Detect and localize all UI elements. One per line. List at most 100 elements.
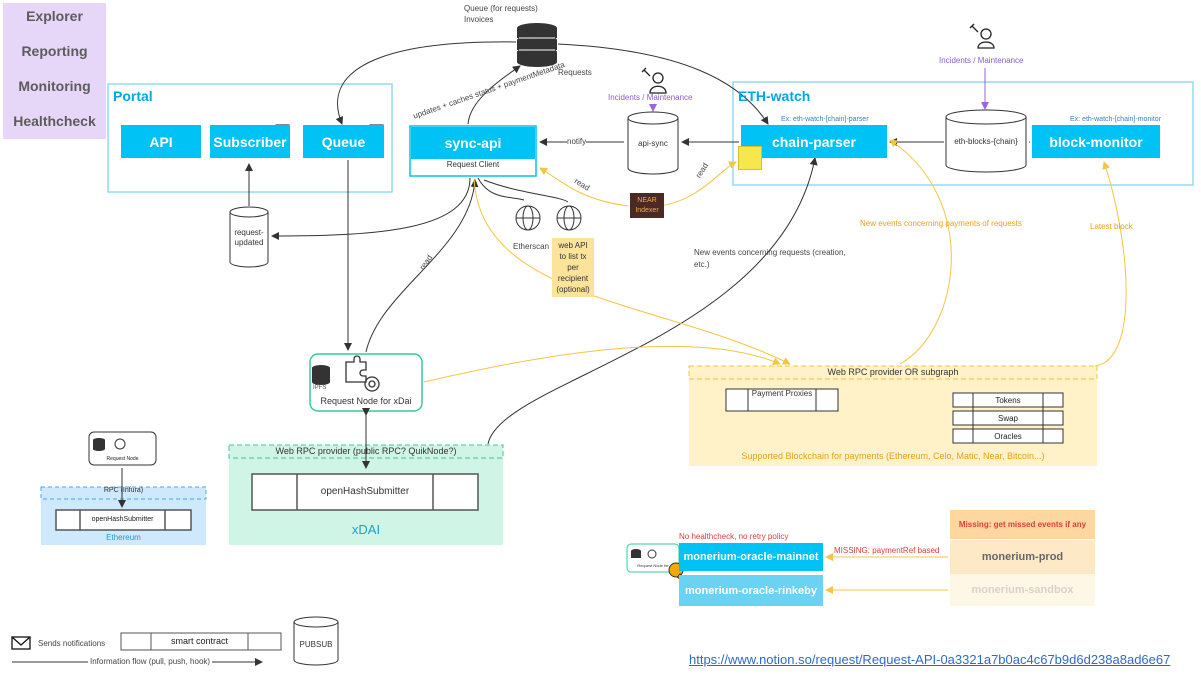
oracles-label: Oracles: [994, 432, 1022, 441]
ethereum-rpc-label: RPC (Infura): [103, 487, 144, 494]
tokens-box: [952, 392, 1064, 408]
new-events-requests-line1: New events concerning requests (creation…: [694, 248, 846, 257]
ex-monitor-label: Ex: eth-watch-[chain]-monitor: [1070, 116, 1162, 123]
swap-label: Swap: [997, 414, 1018, 423]
flow-near-to-sync: [539, 167, 629, 207]
flow-sync-to-queue: [467, 65, 521, 125]
monerium-oracle-mainnet-box[interactable]: monerium-oracle-mainnet: [679, 543, 823, 571]
etherscan-label: Etherscan: [513, 242, 550, 251]
monerium-request-node-label: Request Node for: [637, 563, 669, 568]
request-node-xdai-label: Request Node for xDai: [320, 396, 412, 406]
monerium-node-icons: [631, 549, 657, 559]
flow-sync-etherscan: [477, 177, 525, 201]
portal-title: Portal: [113, 88, 153, 104]
portal-container: [107, 83, 393, 193]
legend-smart-contract-label: smart contract: [170, 636, 228, 646]
web-api-line-3: per: [567, 263, 579, 272]
etherscan-globe-icon: [515, 205, 541, 231]
web-api-note: web API to list tx per recipient (option…: [552, 238, 594, 297]
latest-block-label: Latest block: [1090, 222, 1133, 231]
eth-watch-container: [732, 81, 1194, 186]
xdai-contract-box: [251, 473, 479, 511]
portal-subscriber-box[interactable]: Subscriber: [210, 125, 290, 158]
legend-pubsub-label: PUBSUB: [299, 640, 333, 649]
payments-rpc-title: Web RPC provider OR subgraph: [827, 367, 959, 377]
api-sync-label: api-sync: [638, 139, 668, 148]
payments-footer-label: Supported Blockchain for payments (Ether…: [741, 451, 1045, 461]
flow-sync-to-requestupdated: [271, 177, 471, 240]
web-api-line-5: (optional): [556, 285, 590, 294]
flow-node-read-sync: [365, 179, 479, 353]
api-sync-cylinder: [627, 111, 679, 175]
notify-label: notify: [567, 137, 587, 146]
ethereum-contract-label: openHashSubmitter: [91, 516, 154, 523]
portal-api-box[interactable]: API: [121, 125, 201, 158]
new-events-payments-label: New events concerning payments of reques…: [860, 219, 1022, 228]
oracles-box: [952, 428, 1064, 444]
payment-proxies-box: [725, 388, 839, 412]
ipfs-label: IPFS: [313, 385, 327, 391]
web-api-line-4: recipient: [557, 274, 589, 283]
eth-watch-title: ETH-watch: [738, 88, 811, 104]
request-updated-label: request-updated: [234, 228, 264, 247]
near-indexer-line2: Indexer: [635, 207, 659, 214]
sidebar-panel: [3, 3, 106, 139]
flow-queue-to-portal: [335, 41, 517, 125]
monerium-oracle-rinkeby-box[interactable]: monerium-oracle-rinkeby: [679, 575, 823, 606]
xdai-contract-label: openHashSubmitter: [320, 486, 410, 497]
sidebar-item-reporting[interactable]: Reporting: [21, 43, 88, 59]
eth-blocks-label: eth-blocks-{chain}: [954, 137, 1018, 146]
monerium-prod-box[interactable]: monerium-prod: [950, 540, 1095, 574]
puzzle-gear-icon: [345, 355, 380, 392]
ethereum-request-node-label: Request Node: [106, 456, 139, 462]
queue-database-icon: [517, 23, 557, 67]
flow-rpc-to-chainparser: [487, 157, 818, 445]
flow-near-to-chainparser: [659, 161, 737, 207]
block-monitor-box[interactable]: block-monitor: [1032, 125, 1160, 158]
near-indexer-box[interactable]: NEAR Indexer: [630, 193, 664, 218]
webapi-globe-icon: [556, 205, 582, 231]
legend-sends-notifications: Sends notifications: [38, 639, 106, 648]
request-client-label: Request Client: [446, 160, 500, 169]
monerium-missing-events-box: Missing: get missed events if any: [950, 510, 1095, 539]
web-api-line-1: web API: [558, 241, 588, 250]
flow-rpc-to-chainparser-orange: [889, 139, 952, 365]
tokens-label: Tokens: [995, 396, 1021, 405]
near-indexer-line1: NEAR: [637, 197, 657, 204]
queue-db-label-2: Invoices: [464, 15, 494, 24]
monerium-sandbox-box[interactable]: monerium-sandbox: [950, 574, 1095, 606]
ex-parser-label: Ex: eth-watch-[chain]-parser: [781, 116, 869, 123]
new-events-requests-line2: etc.): [694, 260, 710, 269]
xdai-rpc-title: Web RPC provider (public RPC? QuikNode?): [275, 446, 457, 456]
legend-info-flow-label: Information flow (pull, push, hook): [88, 657, 213, 666]
sidebar-item-explorer[interactable]: Explorer: [26, 8, 83, 24]
maintainer-person-icon-right: [969, 23, 995, 49]
xdai-network-label: xDAI: [351, 522, 381, 537]
chain-parser-sticky-note: [738, 146, 762, 170]
notion-link[interactable]: https://www.notion.so/request/Request-AP…: [689, 652, 1171, 667]
sync-api-box[interactable]: sync-api: [411, 127, 535, 158]
pubsub-legend-cylinder: [293, 616, 339, 666]
flow-sync-webapi: [483, 179, 569, 203]
eth-blocks-cylinder: [945, 109, 1027, 173]
ipfs-database-icon: [312, 365, 330, 385]
web-api-line-2: to list tx: [559, 252, 587, 261]
sidebar-item-monitoring[interactable]: Monitoring: [18, 78, 91, 94]
sidebar-item-healthcheck[interactable]: Healthcheck: [13, 113, 96, 129]
incidents-label-right: Incidents / Maintenance: [939, 56, 1024, 65]
ethereum-contract-box: [55, 509, 192, 531]
ethereum-network-label: Ethereum: [106, 533, 141, 542]
ethereum-node-icons: [93, 438, 126, 451]
incidents-label-left: Incidents / Maintenance: [608, 93, 693, 102]
portal-queue-box[interactable]: Queue: [303, 125, 384, 158]
chain-parser-box[interactable]: chain-parser: [741, 125, 887, 158]
legend-smart-contract-box: [120, 632, 282, 651]
queue-db-requests-label: Requests: [558, 68, 592, 77]
no-healthcheck-label: No healthcheck, no retry policy: [679, 532, 789, 541]
flow-node-to-payments: [423, 345, 781, 383]
sync-client-divider: [411, 158, 535, 159]
queue-db-label-1: Queue (for requests): [464, 4, 538, 13]
swap-box: [952, 410, 1064, 426]
flow-rpc-latest-block: [1094, 161, 1127, 367]
